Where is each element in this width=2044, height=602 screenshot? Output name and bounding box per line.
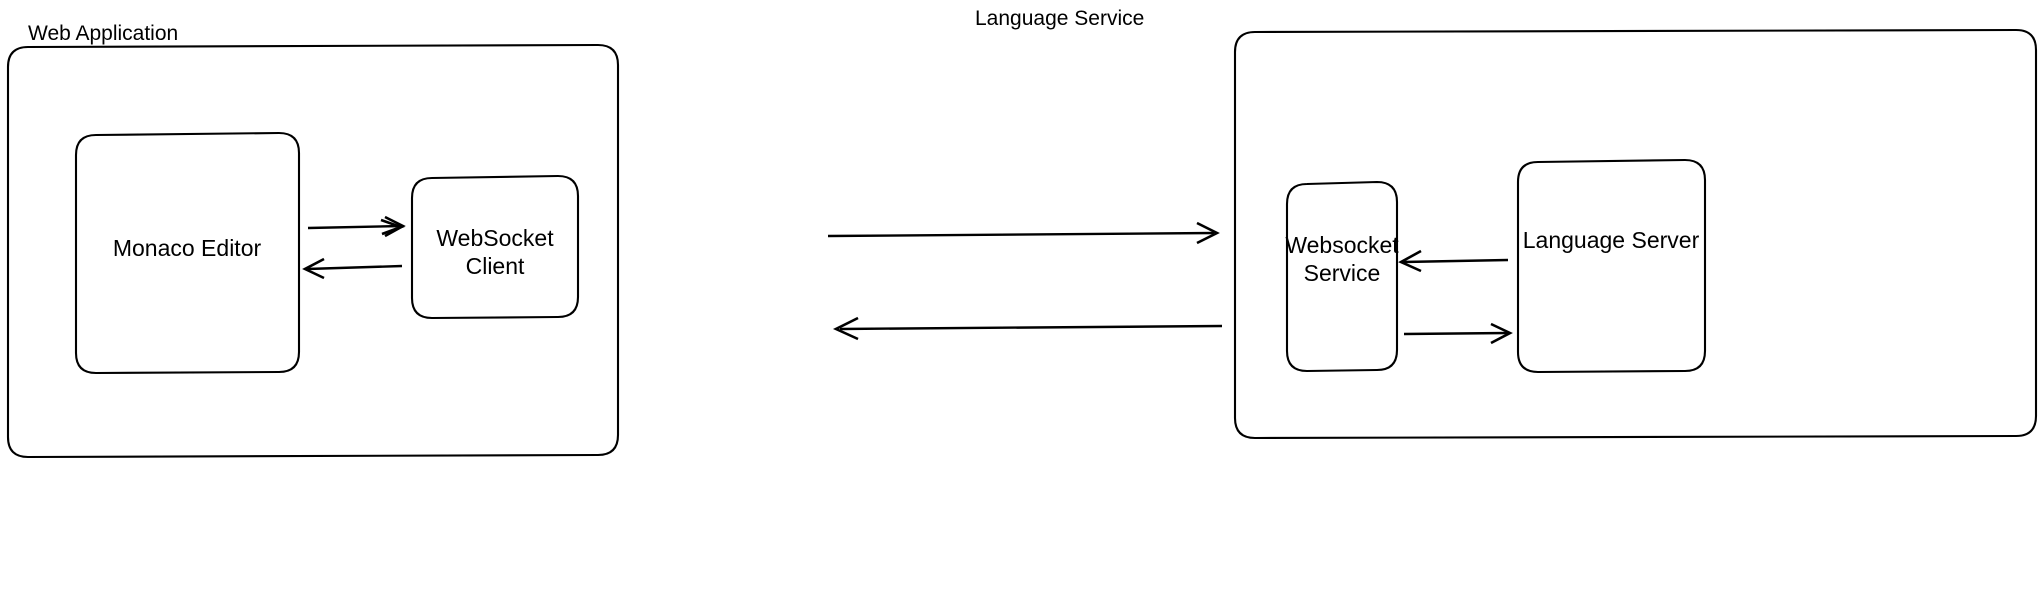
edge-langserver-to-wsservice: [1398, 249, 1509, 273]
edge-monaco-to-wsclient: [307, 215, 406, 238]
container-language-service: [1233, 28, 2038, 440]
node-label-websocket-client-line1: WebSocket: [436, 225, 554, 251]
edge-webapp-to-langservice: [827, 221, 1220, 245]
container-web-application: [6, 43, 620, 459]
group-label-web-application: Web Application: [28, 22, 178, 45]
node-label-websocket-client-line2: Client: [466, 253, 525, 279]
node-label-language-server: Language Server: [1523, 227, 1700, 253]
node-monaco-editor[interactable]: Monaco Editor: [74, 131, 301, 375]
node-websocket-service[interactable]: Websocket Service: [1285, 180, 1399, 373]
node-shape-monaco-editor: [74, 131, 301, 375]
group-label-language-service: Language Service: [975, 7, 1144, 30]
node-label-websocket-service-line1: Websocket: [1285, 232, 1399, 258]
group-web-application[interactable]: Web Application Monaco Editor WebSocket …: [6, 22, 620, 459]
node-shape-websocket-service: [1285, 180, 1399, 373]
node-websocket-client[interactable]: WebSocket Client: [410, 174, 580, 320]
node-label-monaco-editor: Monaco Editor: [113, 235, 262, 261]
node-language-server[interactable]: Language Server: [1516, 158, 1707, 374]
edge-wsclient-to-monaco: [302, 257, 403, 280]
edge-langservice-to-webapp: [832, 316, 1223, 341]
edge-wsservice-to-langserver: [1403, 322, 1513, 345]
node-shape-language-server: [1516, 158, 1707, 374]
node-label-websocket-service-line2: Service: [1304, 260, 1381, 286]
group-language-service[interactable]: Language Service Websocket Service Langu…: [975, 7, 2038, 440]
node-shape-websocket-client: [410, 174, 580, 320]
